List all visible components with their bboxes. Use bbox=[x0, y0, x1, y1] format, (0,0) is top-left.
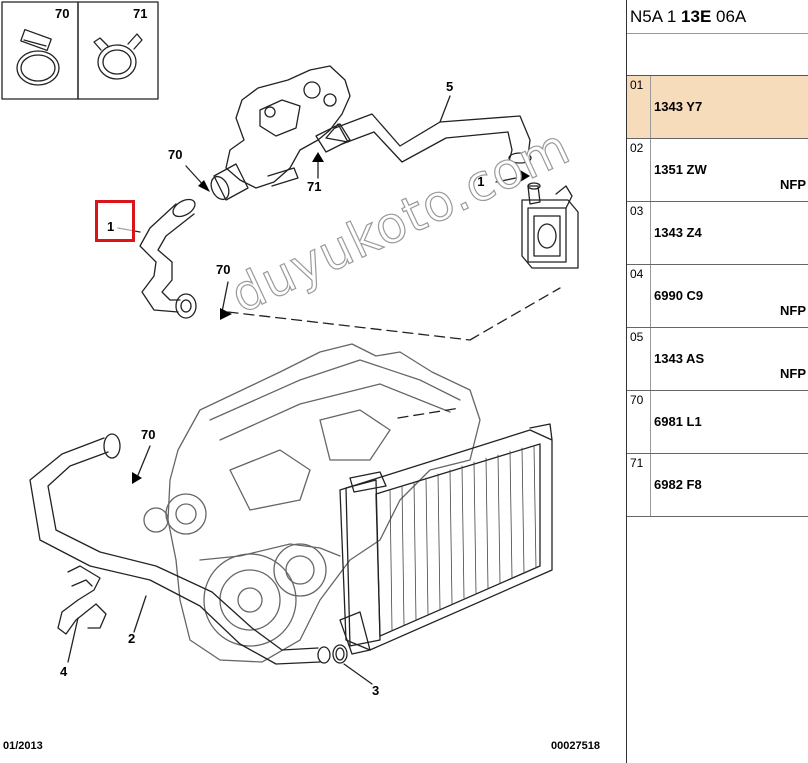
callout-71-top: 71 bbox=[307, 179, 322, 194]
part-row[interactable]: 05 1343 AS NFP bbox=[627, 328, 808, 391]
callout-5: 5 bbox=[446, 79, 454, 94]
selected-part-highlight bbox=[95, 200, 135, 242]
part-row[interactable]: 70 6981 L1 bbox=[627, 391, 808, 454]
part-row[interactable]: 04 6990 C9 NFP bbox=[627, 265, 808, 328]
diagram-drawing bbox=[1, 1, 579, 685]
panel-title: N5A 1 13E 06A bbox=[627, 0, 808, 34]
engine-block bbox=[143, 343, 481, 663]
hose-2 bbox=[29, 433, 331, 665]
part-row-index: 01 bbox=[627, 76, 651, 138]
callout-70-top: 70 bbox=[168, 147, 183, 162]
part-row-reference: 1343 Z4 bbox=[654, 225, 702, 240]
oil-cooler bbox=[521, 182, 579, 269]
part-row-index: 02 bbox=[627, 139, 651, 201]
part-row-tag: NFP bbox=[780, 366, 806, 381]
worm-clamp-icon bbox=[16, 28, 60, 86]
part-row-index: 04 bbox=[627, 265, 651, 327]
part-row-tag: NFP bbox=[780, 177, 806, 192]
part-row-tag: NFP bbox=[780, 303, 806, 318]
callout-3: 3 bbox=[372, 683, 380, 698]
callout-1[interactable]: 1 bbox=[107, 219, 115, 234]
footer-date: 01/2013 bbox=[3, 740, 43, 752]
part-row-index: 05 bbox=[627, 328, 651, 390]
part-row[interactable]: 03 1343 Z4 bbox=[627, 202, 808, 265]
guide-line-2 bbox=[397, 407, 461, 419]
icon-box-number-70: 70 bbox=[55, 6, 70, 21]
part-row[interactable]: 71 6982 F8 bbox=[627, 454, 808, 517]
hose-1 bbox=[139, 198, 197, 319]
parts-list-panel: N5A 1 13E 06A 01 1343 Y7 02 1351 ZW NFP … bbox=[626, 0, 808, 763]
part-row-reference: 6982 F8 bbox=[654, 477, 702, 492]
callout-4: 4 bbox=[60, 664, 68, 679]
radiator bbox=[339, 423, 553, 655]
callout-71-right: 71 bbox=[470, 174, 485, 189]
icon-box-number-71: 71 bbox=[133, 6, 148, 21]
part-row[interactable]: 02 1351 ZW NFP bbox=[627, 139, 808, 202]
part-row-index: 03 bbox=[627, 202, 651, 264]
part-row-reference: 6981 L1 bbox=[654, 414, 702, 429]
clamp-71-box bbox=[77, 1, 159, 100]
part-row-index: 71 bbox=[627, 454, 651, 516]
parts-diagram: 70 71 5 71 1 70 70 2 4 3 70 71 duyukoto.… bbox=[1, 1, 600, 752]
part-row-reference: 1343 Y7 bbox=[654, 99, 703, 114]
callout-70-lower: 70 bbox=[141, 427, 156, 442]
callout-70-middle: 70 bbox=[216, 262, 231, 277]
part-row-reference: 1351 ZW bbox=[654, 162, 707, 177]
panel-header-gap bbox=[627, 34, 808, 76]
callout-2: 2 bbox=[128, 631, 136, 646]
footer-code: 00027518 bbox=[551, 740, 600, 752]
leader-arrows bbox=[132, 152, 530, 484]
clip-4 bbox=[57, 565, 107, 635]
part-row-reference: 6990 C9 bbox=[654, 288, 704, 303]
thermostat-housing bbox=[210, 65, 351, 201]
part-row-index: 70 bbox=[627, 391, 651, 453]
part-row-reference: 1343 AS bbox=[654, 351, 705, 366]
seal-3 bbox=[332, 644, 348, 664]
parts-list: 01 1343 Y7 02 1351 ZW NFP 03 1343 Z4 04 … bbox=[627, 76, 808, 517]
spring-clamp-icon bbox=[93, 33, 143, 80]
part-row-selected[interactable]: 01 1343 Y7 bbox=[627, 76, 808, 139]
guide-line bbox=[227, 287, 561, 341]
